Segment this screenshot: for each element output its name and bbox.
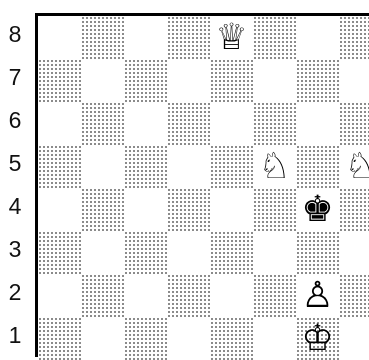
square-b8[interactable] xyxy=(81,16,124,59)
square-e5[interactable] xyxy=(210,145,253,188)
square-g6[interactable] xyxy=(296,102,339,145)
white-pawn-icon[interactable]: ♙ xyxy=(296,274,339,317)
square-c3[interactable] xyxy=(124,231,167,274)
square-f7[interactable] xyxy=(253,59,296,102)
square-f4[interactable] xyxy=(253,188,296,231)
square-d6[interactable] xyxy=(167,102,210,145)
square-b7[interactable] xyxy=(81,59,124,102)
square-a4[interactable] xyxy=(38,188,81,231)
square-h4[interactable] xyxy=(339,188,369,231)
square-c1[interactable] xyxy=(124,317,167,360)
square-b3[interactable] xyxy=(81,231,124,274)
rank-label-4: 4 xyxy=(2,185,28,228)
square-a8[interactable] xyxy=(38,16,81,59)
square-f2[interactable] xyxy=(253,274,296,317)
square-d1[interactable] xyxy=(167,317,210,360)
square-g8[interactable] xyxy=(296,16,339,59)
white-knight-icon[interactable]: ♘ xyxy=(339,145,369,188)
square-g5[interactable] xyxy=(296,145,339,188)
square-g7[interactable] xyxy=(296,59,339,102)
square-c2[interactable] xyxy=(124,274,167,317)
square-d7[interactable] xyxy=(167,59,210,102)
square-a7[interactable] xyxy=(38,59,81,102)
square-a2[interactable] xyxy=(38,274,81,317)
white-king-icon[interactable]: ♔ xyxy=(296,317,339,360)
square-b6[interactable] xyxy=(81,102,124,145)
rank-label-2: 2 xyxy=(2,271,28,314)
square-e3[interactable] xyxy=(210,231,253,274)
square-f3[interactable] xyxy=(253,231,296,274)
square-e4[interactable] xyxy=(210,188,253,231)
square-f8[interactable] xyxy=(253,16,296,59)
square-h7[interactable] xyxy=(339,59,369,102)
square-a5[interactable] xyxy=(38,145,81,188)
square-f6[interactable] xyxy=(253,102,296,145)
square-c5[interactable] xyxy=(124,145,167,188)
square-g1[interactable]: ♔ xyxy=(296,317,339,360)
square-d4[interactable] xyxy=(167,188,210,231)
chess-board: ♕ ♘ ♘♚ ♙♔ xyxy=(35,13,369,357)
rank-label-5: 5 xyxy=(2,142,28,185)
square-f1[interactable] xyxy=(253,317,296,360)
rank-label-8: 8 xyxy=(2,13,28,56)
white-queen-icon[interactable]: ♕ xyxy=(210,16,253,59)
square-h1[interactable] xyxy=(339,317,369,360)
square-b2[interactable] xyxy=(81,274,124,317)
square-a1[interactable] xyxy=(38,317,81,360)
square-c4[interactable] xyxy=(124,188,167,231)
square-h5[interactable]: ♘ xyxy=(339,145,369,188)
square-g2[interactable]: ♙ xyxy=(296,274,339,317)
square-e2[interactable] xyxy=(210,274,253,317)
rank-label-6: 6 xyxy=(2,99,28,142)
rank-label-3: 3 xyxy=(2,228,28,271)
rank-label-7: 7 xyxy=(2,56,28,99)
square-b1[interactable] xyxy=(81,317,124,360)
square-d2[interactable] xyxy=(167,274,210,317)
square-g3[interactable] xyxy=(296,231,339,274)
rank-label-1: 1 xyxy=(2,314,28,357)
square-h8[interactable] xyxy=(339,16,369,59)
square-d5[interactable] xyxy=(167,145,210,188)
square-b5[interactable] xyxy=(81,145,124,188)
square-h6[interactable] xyxy=(339,102,369,145)
square-c8[interactable] xyxy=(124,16,167,59)
square-d8[interactable] xyxy=(167,16,210,59)
square-a3[interactable] xyxy=(38,231,81,274)
black-king-icon[interactable]: ♚ xyxy=(296,188,339,231)
square-a6[interactable] xyxy=(38,102,81,145)
square-f5[interactable]: ♘ xyxy=(253,145,296,188)
square-h2[interactable] xyxy=(339,274,369,317)
square-c7[interactable] xyxy=(124,59,167,102)
square-e1[interactable] xyxy=(210,317,253,360)
square-b4[interactable] xyxy=(81,188,124,231)
square-c6[interactable] xyxy=(124,102,167,145)
square-e7[interactable] xyxy=(210,59,253,102)
square-e8[interactable]: ♕ xyxy=(210,16,253,59)
square-e6[interactable] xyxy=(210,102,253,145)
white-knight-icon[interactable]: ♘ xyxy=(253,145,296,188)
square-g4[interactable]: ♚ xyxy=(296,188,339,231)
square-h3[interactable] xyxy=(339,231,369,274)
square-d3[interactable] xyxy=(167,231,210,274)
